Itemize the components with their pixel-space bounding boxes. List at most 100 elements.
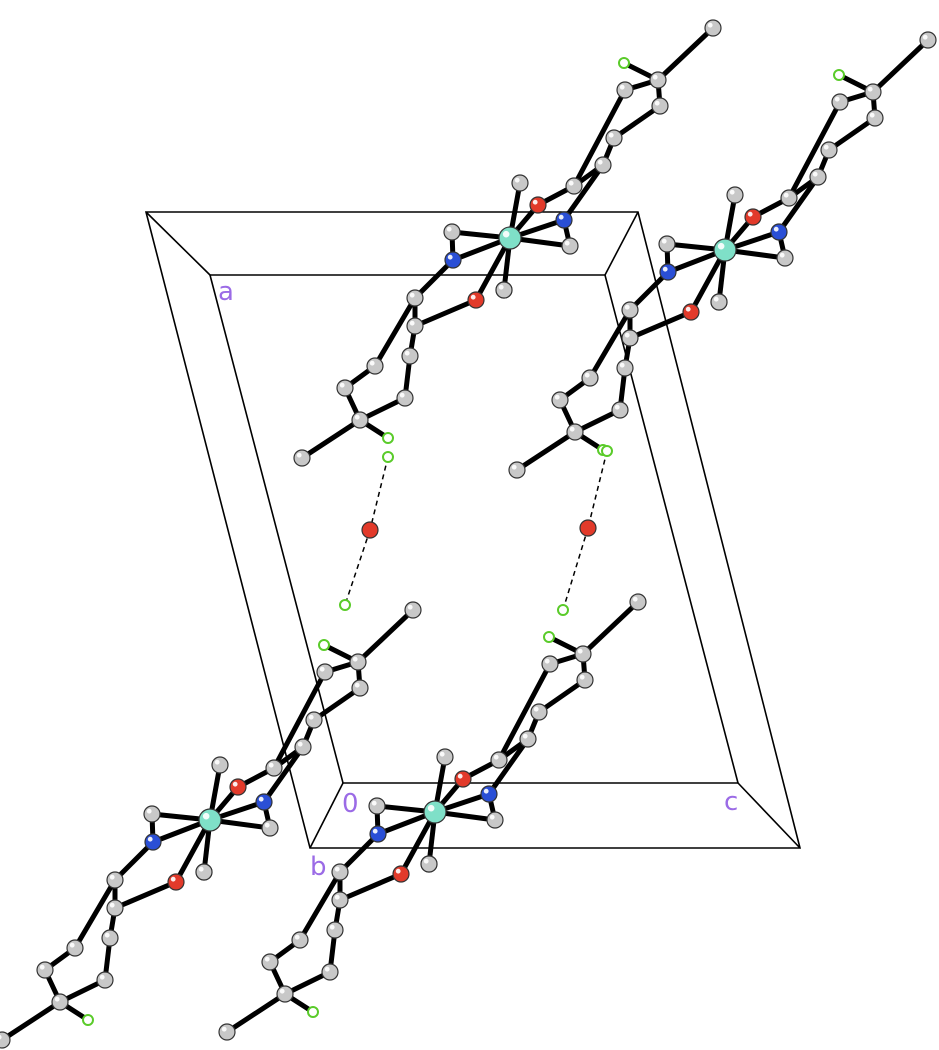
atom-highlight — [308, 714, 314, 720]
carbon-atom — [293, 449, 311, 467]
atom-highlight — [661, 238, 667, 244]
covalent-bond — [786, 99, 843, 201]
oxygen-atom — [392, 865, 410, 883]
atom-highlight — [146, 808, 152, 814]
atom-highlight — [446, 226, 452, 232]
carbon-atom — [36, 961, 54, 979]
atom-highlight — [502, 230, 510, 238]
carbon-atom — [218, 1023, 236, 1041]
atom-highlight — [579, 674, 585, 680]
covalent-bond — [72, 877, 118, 951]
nitrogen-atom — [555, 211, 573, 229]
nitrogen-atom — [255, 793, 273, 811]
covalent-bond — [173, 817, 213, 885]
axis-label-a: a — [218, 277, 234, 307]
carbon-atom — [511, 174, 529, 192]
atom-highlight — [232, 781, 238, 787]
atom-highlight — [170, 876, 176, 882]
carbon-atom — [565, 177, 583, 195]
atom-highlight — [662, 266, 668, 272]
atom-highlight — [427, 804, 435, 812]
atom-highlight — [395, 868, 401, 874]
carbon-atom — [420, 855, 438, 873]
atom-highlight — [104, 932, 110, 938]
hydrogen-atom — [557, 604, 569, 616]
atom-highlight — [511, 464, 517, 470]
hydrogen-atom — [382, 432, 394, 444]
covalent-bond — [561, 162, 606, 223]
molecule-upper-right-atoms — [508, 31, 937, 479]
carbon-atom — [276, 985, 294, 1003]
atom-highlight — [264, 822, 270, 828]
carbon-atom — [566, 423, 584, 441]
covalent-bond — [627, 309, 694, 341]
hydrogen-atom — [601, 445, 613, 457]
atom-highlight — [279, 988, 285, 994]
atom-highlight — [409, 292, 415, 298]
atom-highlight — [544, 658, 550, 664]
atom-highlight — [624, 304, 630, 310]
hydrogen-bonds — [344, 450, 608, 611]
atom-highlight — [264, 956, 270, 962]
carbon-atom — [0, 1031, 11, 1049]
atom-highlight — [202, 812, 210, 820]
covalent-bond — [514, 429, 578, 473]
hydrogen-atom — [543, 631, 555, 643]
carbon-atom — [726, 186, 744, 204]
carbon-atom — [265, 759, 283, 777]
nitrogen-atom — [770, 223, 788, 241]
carbon-atom — [51, 993, 69, 1011]
covalent-bonds — [0, 25, 931, 1043]
carbon-atom — [331, 891, 349, 909]
covalent-bond — [355, 607, 416, 665]
carbon-atom — [541, 655, 559, 673]
atom-highlight — [0, 1034, 2, 1040]
carbon-atom — [351, 679, 369, 697]
carbon-atom — [101, 929, 119, 947]
atom-highlight — [319, 666, 325, 672]
carbon-atom — [621, 329, 639, 347]
carbon-atom — [611, 401, 629, 419]
carbon-atom — [291, 931, 309, 949]
atom-highlight — [558, 214, 564, 220]
carbon-atom — [831, 93, 849, 111]
nitrogen-atom — [144, 833, 162, 851]
atom-highlight — [619, 362, 625, 368]
carbon-atom — [143, 805, 161, 823]
carbon-atom — [605, 129, 623, 147]
hydrogen-bond-dashed — [562, 527, 589, 611]
atom-highlight — [329, 924, 335, 930]
atom-highlight — [834, 96, 840, 102]
atom-highlight — [296, 452, 302, 458]
carbon-atom — [576, 671, 594, 689]
atom-highlight — [99, 974, 105, 980]
carbon-atom — [809, 168, 827, 186]
carbon-atom — [66, 939, 84, 957]
nitrogen-atom — [444, 251, 462, 269]
carbon-atom — [331, 863, 349, 881]
oxygen-atom — [167, 873, 185, 891]
hydrogen-bond-dashed — [344, 529, 371, 606]
atom-highlight — [334, 894, 340, 900]
atom-highlight — [372, 828, 378, 834]
atom-highlight — [439, 751, 445, 757]
carbon-atom — [401, 347, 419, 365]
atom-highlight — [354, 682, 360, 688]
atom-highlight — [339, 382, 345, 388]
atom-highlight — [554, 394, 560, 400]
carbon-atom — [326, 921, 344, 939]
cell-connector-edge — [145, 211, 211, 276]
carbon-atom — [780, 189, 798, 207]
atom-highlight — [489, 814, 495, 820]
carbon-atom — [404, 601, 422, 619]
carbon-atom — [96, 971, 114, 989]
carbon-atom — [574, 645, 592, 663]
covalent-bond — [372, 295, 418, 369]
carbon-atom — [710, 293, 728, 311]
covalent-bond — [688, 247, 728, 315]
covalent-bond — [224, 991, 288, 1035]
covalent-bond — [496, 661, 553, 763]
carbon-atom — [195, 863, 213, 881]
carbon-atom — [349, 653, 367, 671]
